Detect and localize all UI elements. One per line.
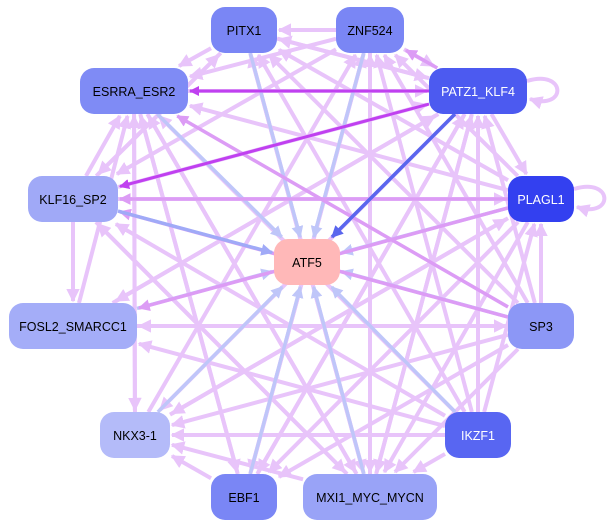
edge-fosl2_smarcc1-to-patz1_klf4 — [111, 114, 437, 305]
node-label: EBF1 — [228, 491, 259, 505]
node-label: ZNF524 — [347, 24, 392, 38]
node-ebf1[interactable]: EBF1 — [211, 474, 277, 520]
edge-klf16_sp2-to-esrra_esr2 — [84, 114, 122, 177]
edge-pitx1-to-patz1_klf4 — [276, 36, 429, 82]
node-label: MXI1_MYC_MYCN — [316, 491, 424, 505]
edge-esrra_esr2-to-atf5 — [156, 112, 283, 239]
node-box — [100, 412, 170, 458]
edge-ebf1-to-patz1_klf4 — [255, 114, 466, 475]
node-ikzf1[interactable]: IKZF1 — [445, 412, 511, 458]
node-label: ATF5 — [292, 256, 322, 270]
edge-znf524-to-klf16_sp2 — [115, 47, 337, 176]
node-box — [211, 7, 277, 53]
edge-klf16_sp2-to-atf5 — [117, 209, 274, 256]
node-label: KLF16_SP2 — [39, 193, 106, 207]
node-box — [80, 68, 188, 114]
node-label: SP3 — [529, 320, 553, 334]
edge-plagl1-to-plagl1 — [573, 185, 607, 218]
node-label: NKX3-1 — [113, 429, 157, 443]
edge-patz1_klf4-to-atf5 — [330, 112, 457, 239]
edge-ebf1-to-atf5 — [248, 285, 304, 475]
edge-patz1_klf4-to-patz1_klf4 — [526, 77, 560, 110]
edge-nkx3-1-to-znf524 — [146, 53, 358, 414]
node-sp3[interactable]: SP3 — [508, 303, 574, 349]
node-box — [508, 303, 574, 349]
node-label: PITX1 — [227, 24, 262, 38]
edge-nkx3-1-to-atf5 — [156, 285, 284, 414]
node-mxi1_myc_mycn[interactable]: MXI1_MYC_MYCN — [303, 474, 437, 520]
edge-znf524-to-atf5 — [310, 52, 366, 239]
edge-ikzf1-to-mxi1_myc_mycn — [412, 452, 446, 474]
node-box — [336, 7, 404, 53]
node-label: FOSL2_SMARCC1 — [19, 320, 127, 334]
node-box — [211, 474, 277, 520]
node-nkx3-1[interactable]: NKX3-1 — [100, 412, 170, 458]
node-plagl1[interactable]: PLAGL1 — [508, 176, 574, 222]
edge-esrra_esr2-to-mxi1_myc_mycn — [145, 112, 358, 474]
edge-pitx1-to-esrra_esr2 — [177, 46, 212, 68]
node-label: IKZF1 — [461, 429, 495, 443]
edge-ikzf1-to-atf5 — [330, 285, 457, 414]
node-fosl2_smarcc1[interactable]: FOSL2_SMARCC1 — [9, 303, 137, 349]
node-box — [274, 239, 340, 285]
edge-nkx3-1-to-plagl1 — [168, 217, 508, 417]
node-label: ESRRA_ESR2 — [93, 85, 176, 99]
edge-mxi1_myc_mycn-to-atf5 — [310, 285, 366, 475]
node-patz1_klf4[interactable]: PATZ1_KLF4 — [429, 68, 527, 114]
node-esrra_esr2[interactable]: ESRRA_ESR2 — [80, 68, 188, 114]
node-klf16_sp2[interactable]: KLF16_SP2 — [28, 176, 118, 222]
node-znf524[interactable]: ZNF524 — [336, 7, 404, 53]
edge-sp3-to-esrra_esr2 — [176, 114, 509, 309]
edge-znf524-to-esrra_esr2 — [188, 36, 337, 81]
node-box — [9, 303, 137, 349]
edge-ebf1-to-nkx3-1 — [170, 454, 212, 480]
edge-patz1_klf4-to-plagl1 — [489, 112, 529, 176]
node-box — [508, 176, 574, 222]
node-box — [303, 474, 437, 520]
node-label: PATZ1_KLF4 — [441, 85, 515, 99]
edge-ikzf1-to-pitx1 — [256, 53, 467, 414]
node-pitx1[interactable]: PITX1 — [211, 7, 277, 53]
edge-esrra_esr2-to-nkx3-1 — [128, 113, 142, 412]
node-label: PLAGL1 — [517, 193, 564, 207]
node-box — [445, 412, 511, 458]
node-box — [429, 68, 527, 114]
edge-patz1_klf4-to-znf524 — [404, 48, 439, 70]
node-box — [28, 176, 118, 222]
edge-patz1_klf4-to-klf16_sp2 — [119, 102, 430, 190]
edge-ikzf1-to-klf16_sp2 — [114, 222, 447, 418]
node-atf5[interactable]: ATF5 — [274, 239, 340, 285]
